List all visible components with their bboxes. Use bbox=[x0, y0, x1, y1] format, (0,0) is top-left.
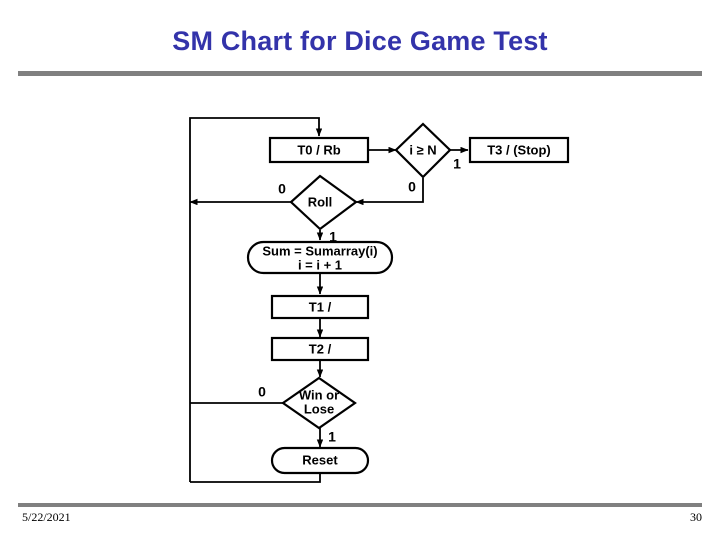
edge-reset-to-bus bbox=[190, 473, 321, 483]
edge-label-winlose-true: 1 bbox=[328, 429, 336, 445]
state-box-t0[interactable] bbox=[268, 136, 370, 164]
decision-win-or-lose[interactable] bbox=[281, 376, 357, 430]
edge-label-winlose-false: 0 bbox=[258, 384, 266, 400]
state-box-t0-label: T0 / Rb bbox=[297, 142, 340, 157]
edge-label-roll-false: 0 bbox=[278, 181, 286, 197]
footer-date: 5/22/2021 bbox=[22, 510, 71, 524]
footer-page-number: 30 bbox=[690, 510, 702, 524]
action-sum-label-line2: i = i + 1 bbox=[298, 257, 342, 272]
action-reset[interactable] bbox=[270, 446, 370, 475]
decision-i-ge-n-label: i ≥ N bbox=[409, 142, 436, 157]
state-box-t2-label: T2 / bbox=[309, 341, 332, 356]
edge-in-false-to-roll bbox=[355, 178, 424, 206]
decision-i-ge-n[interactable] bbox=[394, 122, 452, 179]
state-box-t2[interactable] bbox=[270, 336, 370, 362]
title-divider bbox=[18, 71, 702, 76]
state-box-t1[interactable] bbox=[270, 294, 370, 320]
decision-win-or-lose-label-line1: Win or bbox=[299, 387, 339, 402]
edge-label-in-true: 1 bbox=[453, 156, 461, 172]
action-reset-label: Reset bbox=[302, 452, 338, 467]
state-box-t1-label: T1 / bbox=[309, 299, 332, 314]
state-box-t3-label: T3 / (Stop) bbox=[487, 142, 551, 157]
edge-feedback-to-t0 bbox=[189, 117, 323, 482]
edge-label-in-false: 0 bbox=[408, 179, 416, 195]
action-sum[interactable] bbox=[246, 240, 394, 275]
action-sum-label-line1: Sum = Sumarray(i) bbox=[262, 243, 377, 258]
page-title: SM Chart for Dice Game Test bbox=[172, 26, 548, 56]
decision-roll[interactable] bbox=[289, 174, 358, 231]
sm-chart-diagram: T0 / Rb i ≥ N T3 / (Stop) Roll Sum = Sum… bbox=[0, 90, 720, 490]
state-box-t3[interactable] bbox=[468, 136, 570, 164]
decision-win-or-lose-label-line2: Lose bbox=[304, 401, 334, 416]
edge-label-roll-true: 1 bbox=[329, 229, 337, 245]
footer-divider bbox=[18, 503, 702, 507]
decision-roll-label: Roll bbox=[308, 194, 333, 209]
